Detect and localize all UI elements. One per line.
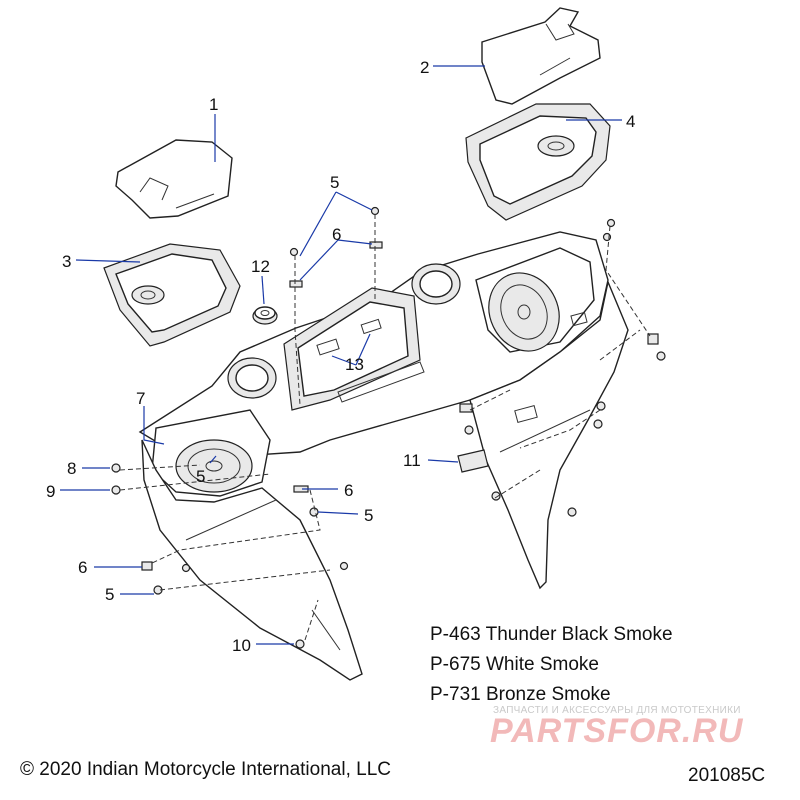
callout-2: 2: [420, 58, 429, 77]
callout-6-lower: 6: [78, 558, 87, 577]
part-12-grommet: [252, 306, 278, 325]
color-note-thunder-black: P-463 Thunder Black Smoke: [430, 624, 673, 645]
callout-5-mid: 5: [364, 506, 373, 525]
callout-1: 1: [209, 95, 218, 114]
callout-5-top: 5: [330, 173, 339, 192]
copyright-text: © 2020 Indian Motorcycle International, …: [20, 759, 391, 780]
watermark-tagline: ЗАПЧАСТИ И АКСЕССУАРЫ ДЛЯ МОТОТЕХНИКИ: [493, 705, 741, 716]
callout-12: 12: [251, 257, 270, 276]
part-11-plate: [457, 449, 489, 473]
callout-5-speaker: 5: [196, 467, 205, 486]
watermark-logo: PARTSFOR.RU: [490, 712, 744, 750]
fasteners: [111, 206, 666, 649]
callout-13: 13: [345, 355, 364, 374]
callout-5-lower: 5: [105, 585, 114, 604]
part-2-cover-right: [481, 7, 601, 105]
callout-11: 11: [403, 451, 421, 470]
leader-lines: [60, 65, 622, 645]
callout-9: 9: [46, 482, 55, 501]
callout-7: 7: [136, 389, 145, 408]
callout-4: 4: [626, 112, 635, 131]
part-4-bezel-right: [465, 103, 611, 221]
part-3-bezel-left: [103, 243, 241, 347]
part-1-cover-left: [115, 139, 233, 219]
callout-6-mid: 6: [344, 481, 353, 500]
fairing-main-body: [138, 231, 629, 681]
installation-lines: [119, 214, 651, 641]
callout-6-top: 6: [332, 225, 341, 244]
callout-8: 8: [67, 459, 76, 478]
callout-labels: 2 1 3 4 5 6 12 13 7 8 9 5 6 5 6 5 10 11: [46, 58, 635, 655]
callout-10: 10: [232, 636, 251, 655]
color-note-white: P-675 White Smoke: [430, 654, 599, 675]
drawing-code: 201085C: [688, 765, 766, 786]
color-note-bronze: P-731 Bronze Smoke: [430, 684, 611, 705]
callout-3: 3: [62, 252, 71, 271]
